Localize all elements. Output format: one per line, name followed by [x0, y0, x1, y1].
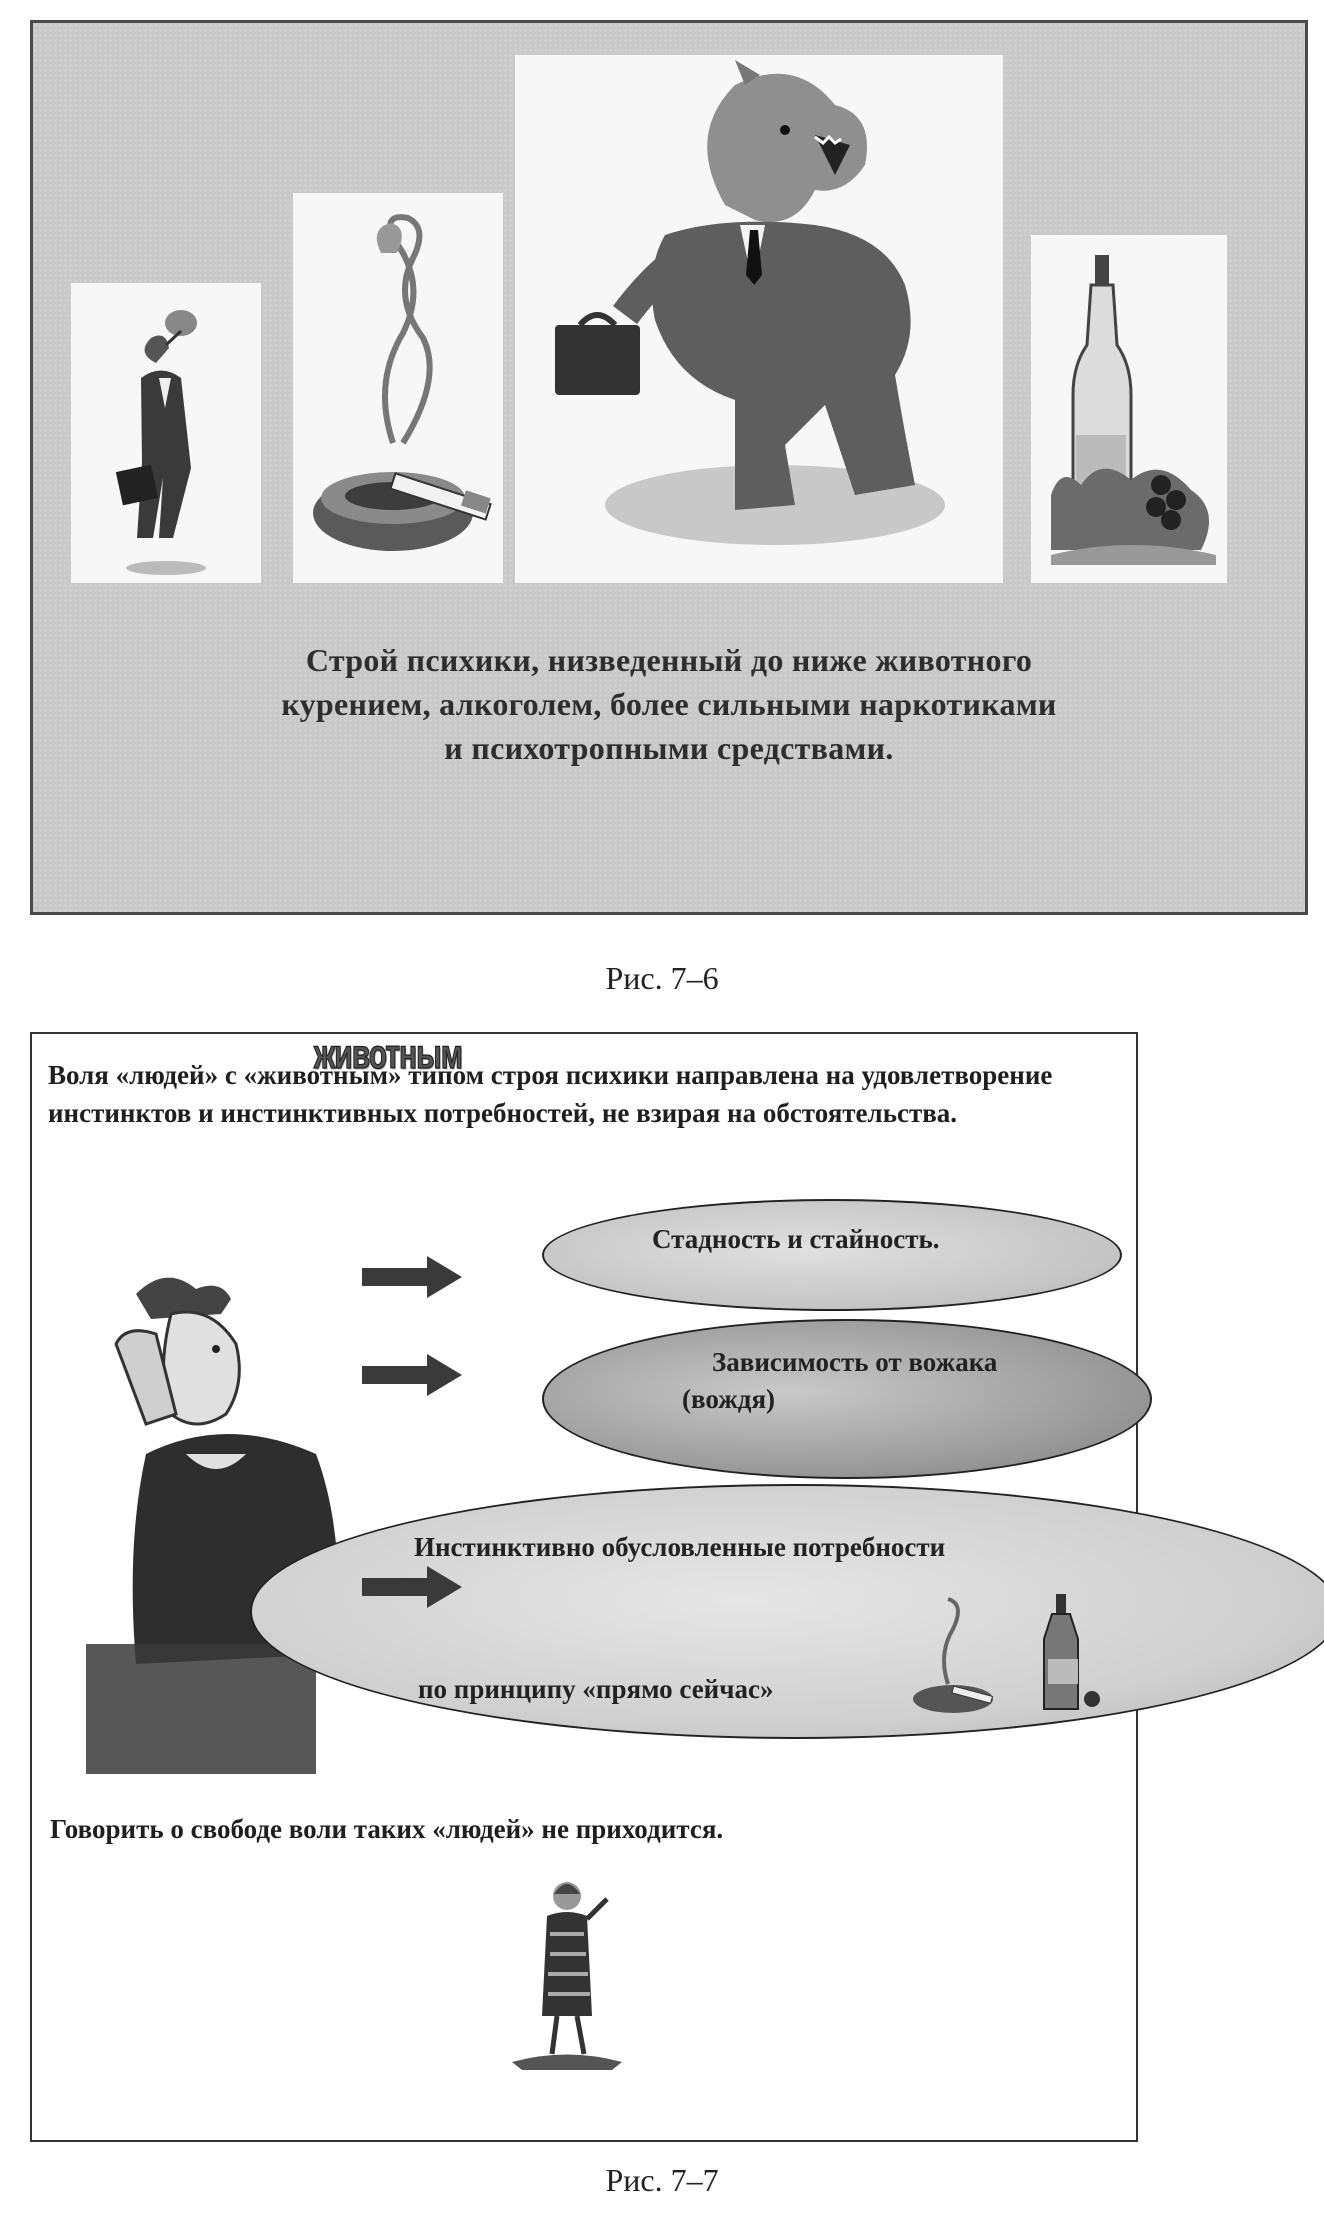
arrow-right-icon [362, 1256, 462, 1298]
ellipse-herd [542, 1199, 1122, 1311]
wordart-animal: животным [314, 1032, 464, 1078]
ashtray-mini-icon [908, 1594, 998, 1724]
smoking-man-image [71, 283, 261, 583]
ellipse-herd-text: Стадность и стайность. [652, 1224, 940, 1254]
caption-line-1: Строй психики, низведенный до ниже живот… [305, 642, 1033, 678]
drinking-man-image [76, 1254, 376, 1784]
woman-image [492, 1874, 642, 2074]
figure-7-7: животным Воля «людей» с «животным» типом… [30, 1032, 1324, 2142]
caption-line-2: курением, алкоголем, более сильными нарк… [281, 686, 1057, 722]
bottle-grapes-image [1031, 235, 1227, 583]
figure-7-6: Строй психики, низведенный до ниже живот… [30, 20, 1308, 915]
figure-7-6-caption: Строй психики, низведенный до ниже живот… [33, 638, 1305, 770]
figure-label-7-7: Рис. 7–7 [605, 2162, 719, 2198]
ellipse-instinct-text-2: по принципу «прямо сейчас» [418, 1674, 774, 1704]
arrow-right-icon [362, 1354, 462, 1396]
ellipse-leader [542, 1319, 1152, 1479]
ellipse-instinct [250, 1484, 1324, 1739]
caption-line-3: и психотропными средствами. [444, 730, 894, 766]
arrow-right-icon [362, 1566, 462, 1608]
figure-label-7-6: Рис. 7–6 [605, 960, 719, 996]
ellipse-instinct-text-1: Инстинктивно обусловленные потребности [414, 1532, 946, 1562]
bottle-mini-icon [1022, 1589, 1112, 1719]
wolf-businessman-image [515, 55, 1003, 583]
ashtray-cigarette-image [293, 193, 503, 583]
figure-7-7-heading: Воля «людей» с «животным» типом строя пс… [48, 1060, 1053, 1128]
ellipse-leader-text-1: Зависимость от вожака [712, 1347, 998, 1377]
figure-7-7-conclusion: Говорить о свободе воли таких «людей» не… [50, 1814, 724, 1844]
ellipse-leader-text-2: (вождя) [682, 1384, 776, 1414]
